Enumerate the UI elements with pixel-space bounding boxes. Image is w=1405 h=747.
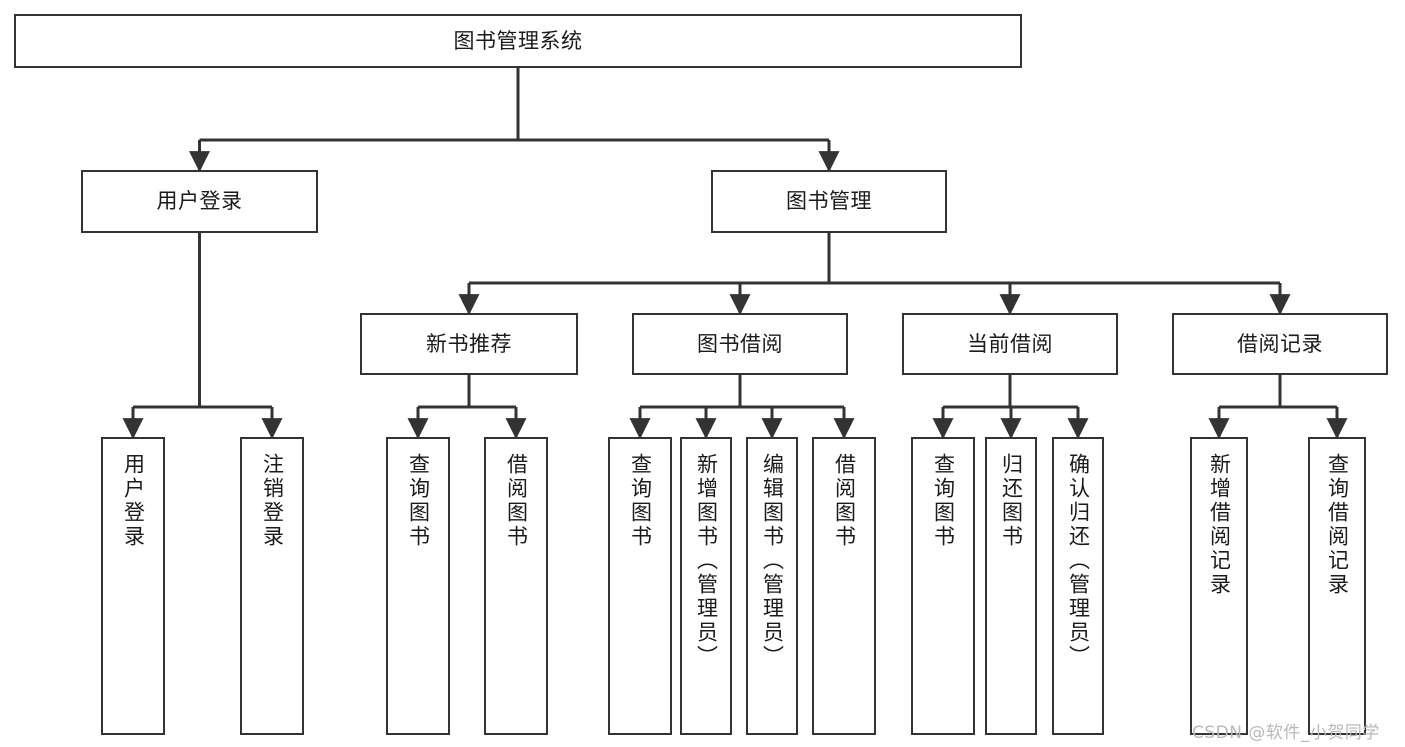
leaf-query-borrow-record[interactable]: 查询借阅记录: [1308, 437, 1366, 735]
node-book-management-label: 图书管理: [786, 189, 872, 214]
node-user-login-label: 用户登录: [156, 189, 243, 214]
leaf-return-book-label: 归还图书: [999, 453, 1024, 549]
leaf-query-book-current[interactable]: 查询图书: [911, 437, 975, 735]
node-root[interactable]: 图书管理系统: [14, 14, 1022, 68]
leaf-query-book-current-label: 查询图书: [931, 453, 956, 549]
leaf-add-book-admin[interactable]: 新增图书（管理员）: [680, 437, 732, 735]
leaf-add-book-admin-label: 新增图书（管理员）: [694, 453, 719, 669]
leaf-user-login-label: 用户登录: [121, 453, 146, 549]
node-new-book-recommend-label: 新书推荐: [426, 331, 512, 356]
node-borrow-record-label: 借阅记录: [1237, 331, 1323, 356]
leaf-query-book-borrow-label: 查询图书: [628, 453, 653, 549]
leaf-confirm-return-admin[interactable]: 确认归还（管理员）: [1052, 437, 1104, 735]
node-borrow-record[interactable]: 借阅记录: [1172, 313, 1388, 375]
leaf-logout-label: 注销登录: [260, 453, 285, 549]
leaf-query-borrow-record-label: 查询借阅记录: [1325, 453, 1350, 597]
node-current-borrow[interactable]: 当前借阅: [902, 313, 1118, 375]
leaf-borrow-book-newbook-label: 借阅图书: [504, 453, 529, 549]
node-new-book-recommend[interactable]: 新书推荐: [360, 313, 578, 375]
node-book-borrow-label: 图书借阅: [697, 331, 783, 356]
leaf-borrow-book[interactable]: 借阅图书: [812, 437, 876, 735]
leaf-user-login[interactable]: 用户登录: [101, 437, 165, 735]
leaf-confirm-return-admin-label: 确认归还（管理员）: [1066, 453, 1091, 669]
leaf-logout[interactable]: 注销登录: [240, 437, 304, 735]
leaf-query-book-borrow[interactable]: 查询图书: [608, 437, 672, 735]
node-current-borrow-label: 当前借阅: [967, 331, 1053, 356]
leaf-query-book-newbook[interactable]: 查询图书: [386, 437, 450, 735]
node-root-label: 图书管理系统: [453, 28, 583, 53]
leaf-return-book[interactable]: 归还图书: [985, 437, 1037, 735]
node-book-borrow[interactable]: 图书借阅: [632, 313, 848, 375]
leaf-borrow-book-label: 借阅图书: [832, 453, 857, 549]
leaf-edit-book-admin-label: 编辑图书（管理员）: [760, 453, 785, 669]
leaf-edit-book-admin[interactable]: 编辑图书（管理员）: [746, 437, 798, 735]
leaf-add-borrow-record[interactable]: 新增借阅记录: [1190, 437, 1248, 735]
leaf-query-book-newbook-label: 查询图书: [406, 453, 431, 549]
watermark-text: CSDN @软件_小贺同学: [1192, 723, 1380, 743]
node-book-management[interactable]: 图书管理: [711, 170, 947, 233]
node-user-login[interactable]: 用户登录: [81, 170, 318, 233]
leaf-borrow-book-newbook[interactable]: 借阅图书: [484, 437, 548, 735]
leaf-add-borrow-record-label: 新增借阅记录: [1207, 453, 1232, 597]
